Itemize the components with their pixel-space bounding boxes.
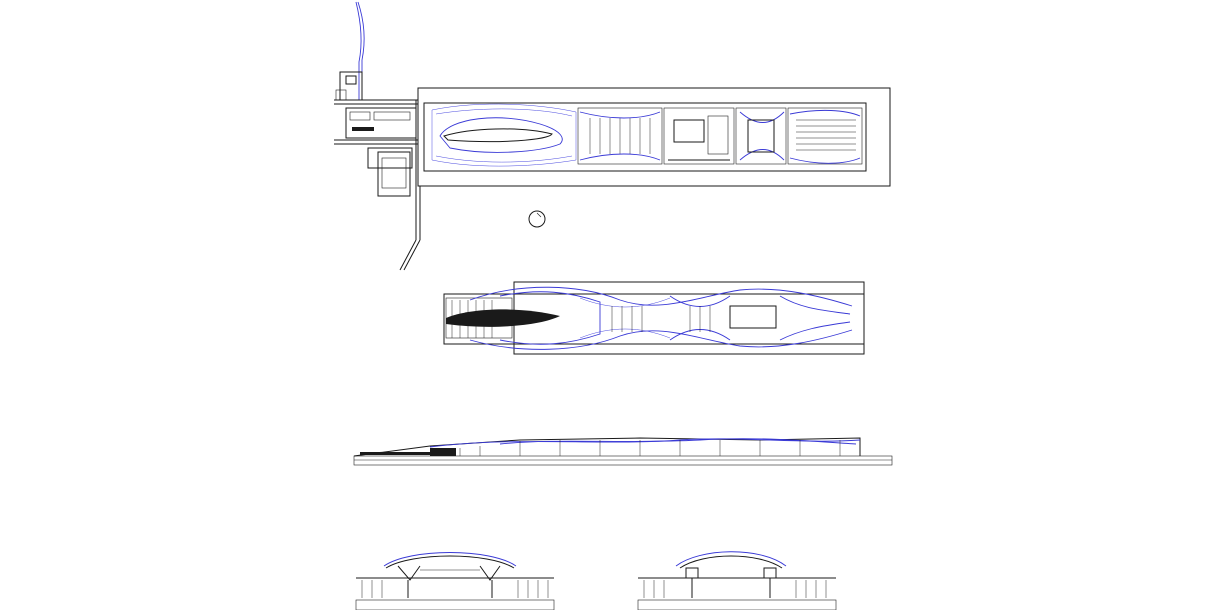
site-plan-overview: [334, 1, 891, 271]
cross-section-a: [355, 552, 555, 610]
cross-section-b: [637, 551, 837, 610]
north-arrow-icon: [528, 210, 546, 228]
long-elevation: [353, 437, 893, 466]
gate-block: [345, 107, 417, 197]
roof-plan: [443, 281, 865, 355]
